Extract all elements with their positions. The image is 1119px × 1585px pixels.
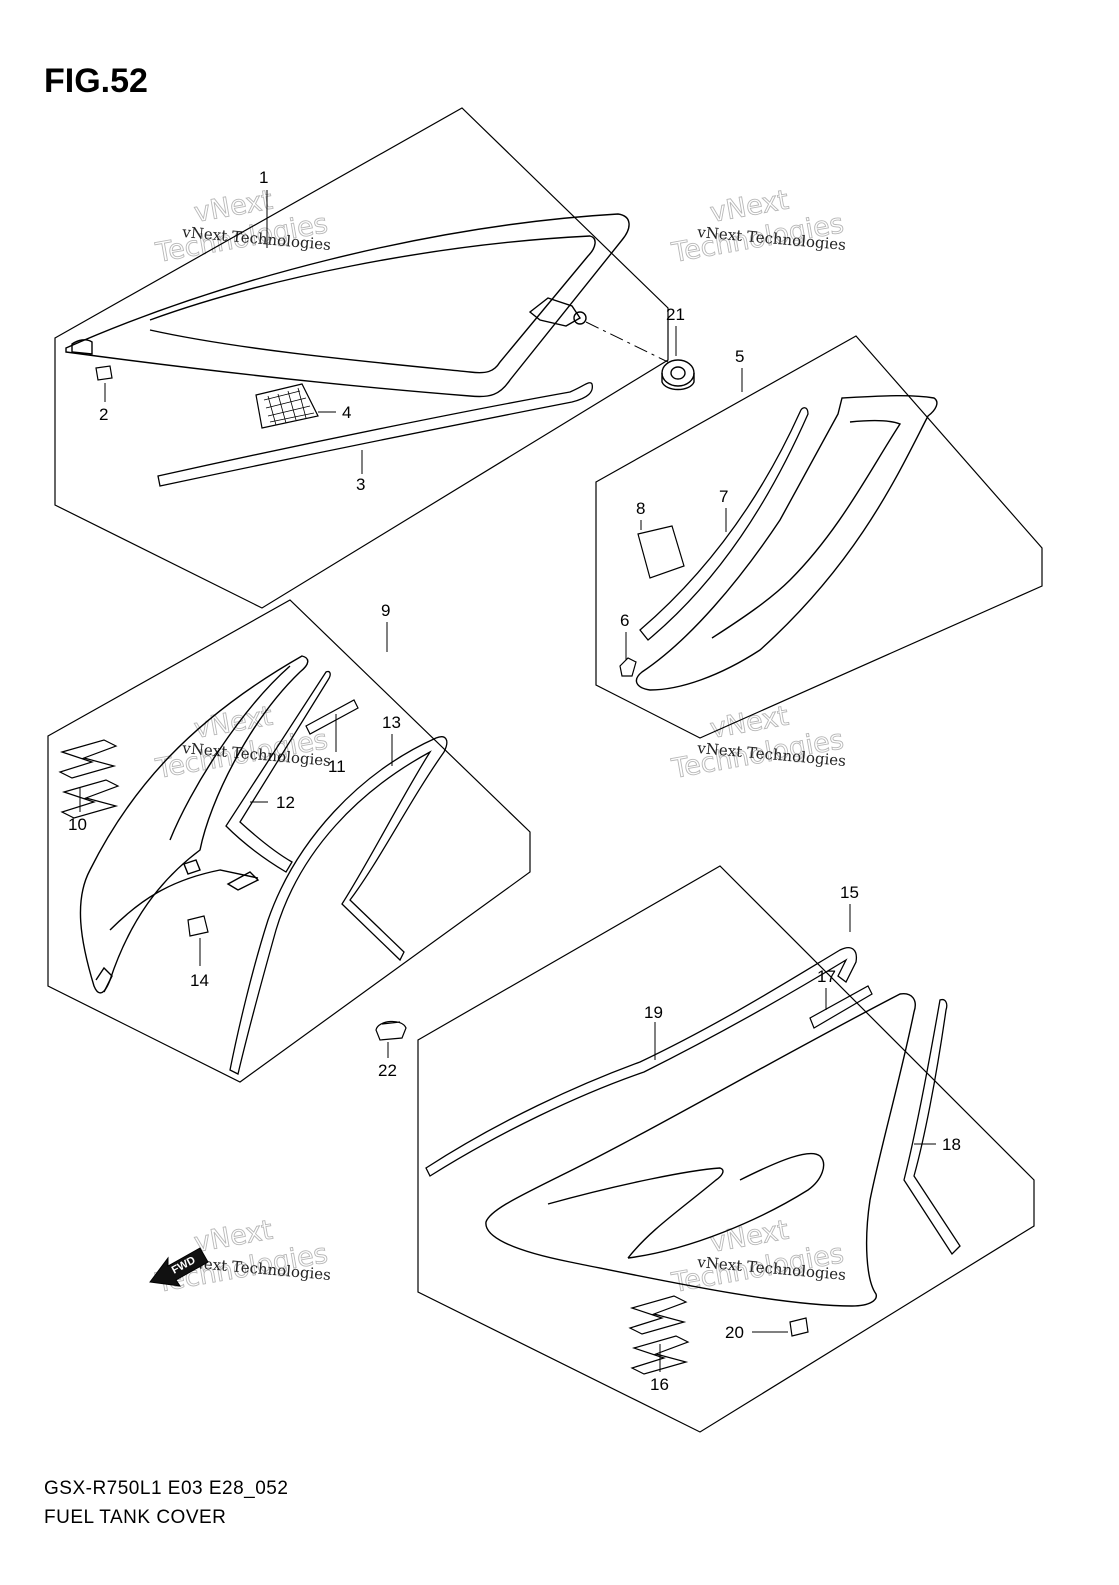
part-2-clip — [95, 365, 113, 381]
callout-5: 5 — [735, 347, 744, 366]
callout-21: 21 — [666, 305, 685, 324]
part-3-trim-strip — [157, 382, 594, 487]
part-1-hidden-line — [585, 321, 669, 363]
part-6-clip — [619, 657, 637, 677]
group-box-15 — [417, 865, 1035, 1433]
part-7-trim-strip — [639, 407, 809, 641]
callout-20: 20 — [725, 1323, 744, 1342]
group-box-1 — [54, 107, 669, 609]
callout-7: 7 — [719, 487, 728, 506]
callout-13: 13 — [382, 713, 401, 732]
diagram-name: FUEL TANK COVER — [44, 1507, 227, 1528]
part-10-emblem — [58, 739, 120, 819]
callout-labels: 1 2 3 4 5 6 7 8 9 10 11 12 13 14 15 16 1… — [68, 168, 961, 1394]
leader-lines — [79, 190, 936, 1372]
callout-15: 15 — [840, 883, 859, 902]
watermark-2: vNext Technologies vNext Technologies — [668, 184, 846, 269]
part-9-cover — [79, 655, 309, 994]
diagram-code: GSX-R750L1 E03 E28_052 — [44, 1478, 289, 1499]
callout-12: 12 — [276, 793, 295, 812]
callout-3: 3 — [356, 475, 365, 494]
part-1-side-cover — [65, 213, 630, 398]
part-12-trim — [225, 670, 331, 873]
group-box-9 — [47, 599, 531, 1083]
callout-8: 8 — [636, 499, 645, 518]
callout-6: 6 — [620, 611, 629, 630]
callout-16: 16 — [650, 1375, 669, 1394]
group-box-5 — [595, 335, 1043, 739]
part-22-clip — [375, 1020, 407, 1041]
part-20-pad — [789, 1317, 809, 1337]
figure-title: FIG.52 — [44, 62, 148, 100]
part-4-mesh-pad — [255, 383, 319, 429]
watermark-3: vNext Technologies vNext Technologies — [152, 700, 331, 785]
callout-17: 17 — [817, 967, 836, 986]
callout-18: 18 — [942, 1135, 961, 1154]
callout-11: 11 — [328, 757, 346, 776]
callout-19: 19 — [644, 1003, 663, 1022]
part-13-trim — [229, 736, 448, 1075]
part-14-pad — [187, 915, 209, 937]
part-11-strip — [305, 699, 359, 735]
part-16-emblem — [628, 1295, 690, 1375]
callout-4: 4 — [342, 403, 351, 422]
callout-14: 14 — [190, 971, 209, 990]
callout-10: 10 — [68, 815, 87, 834]
part-19-trim — [425, 947, 858, 1177]
part-8-pad — [637, 525, 685, 579]
callout-1: 1 — [259, 168, 268, 187]
watermark-4: vNext Technologies vNext Technologies — [668, 700, 846, 785]
callout-2: 2 — [99, 405, 108, 424]
part-21-grommet — [661, 359, 695, 391]
part-15-side-cover — [485, 993, 916, 1307]
callout-22: 22 — [378, 1061, 397, 1080]
part-17-strip — [809, 985, 873, 1029]
callout-9: 9 — [381, 601, 390, 620]
part-5-panel — [635, 394, 938, 691]
part-18-trim — [903, 998, 961, 1256]
